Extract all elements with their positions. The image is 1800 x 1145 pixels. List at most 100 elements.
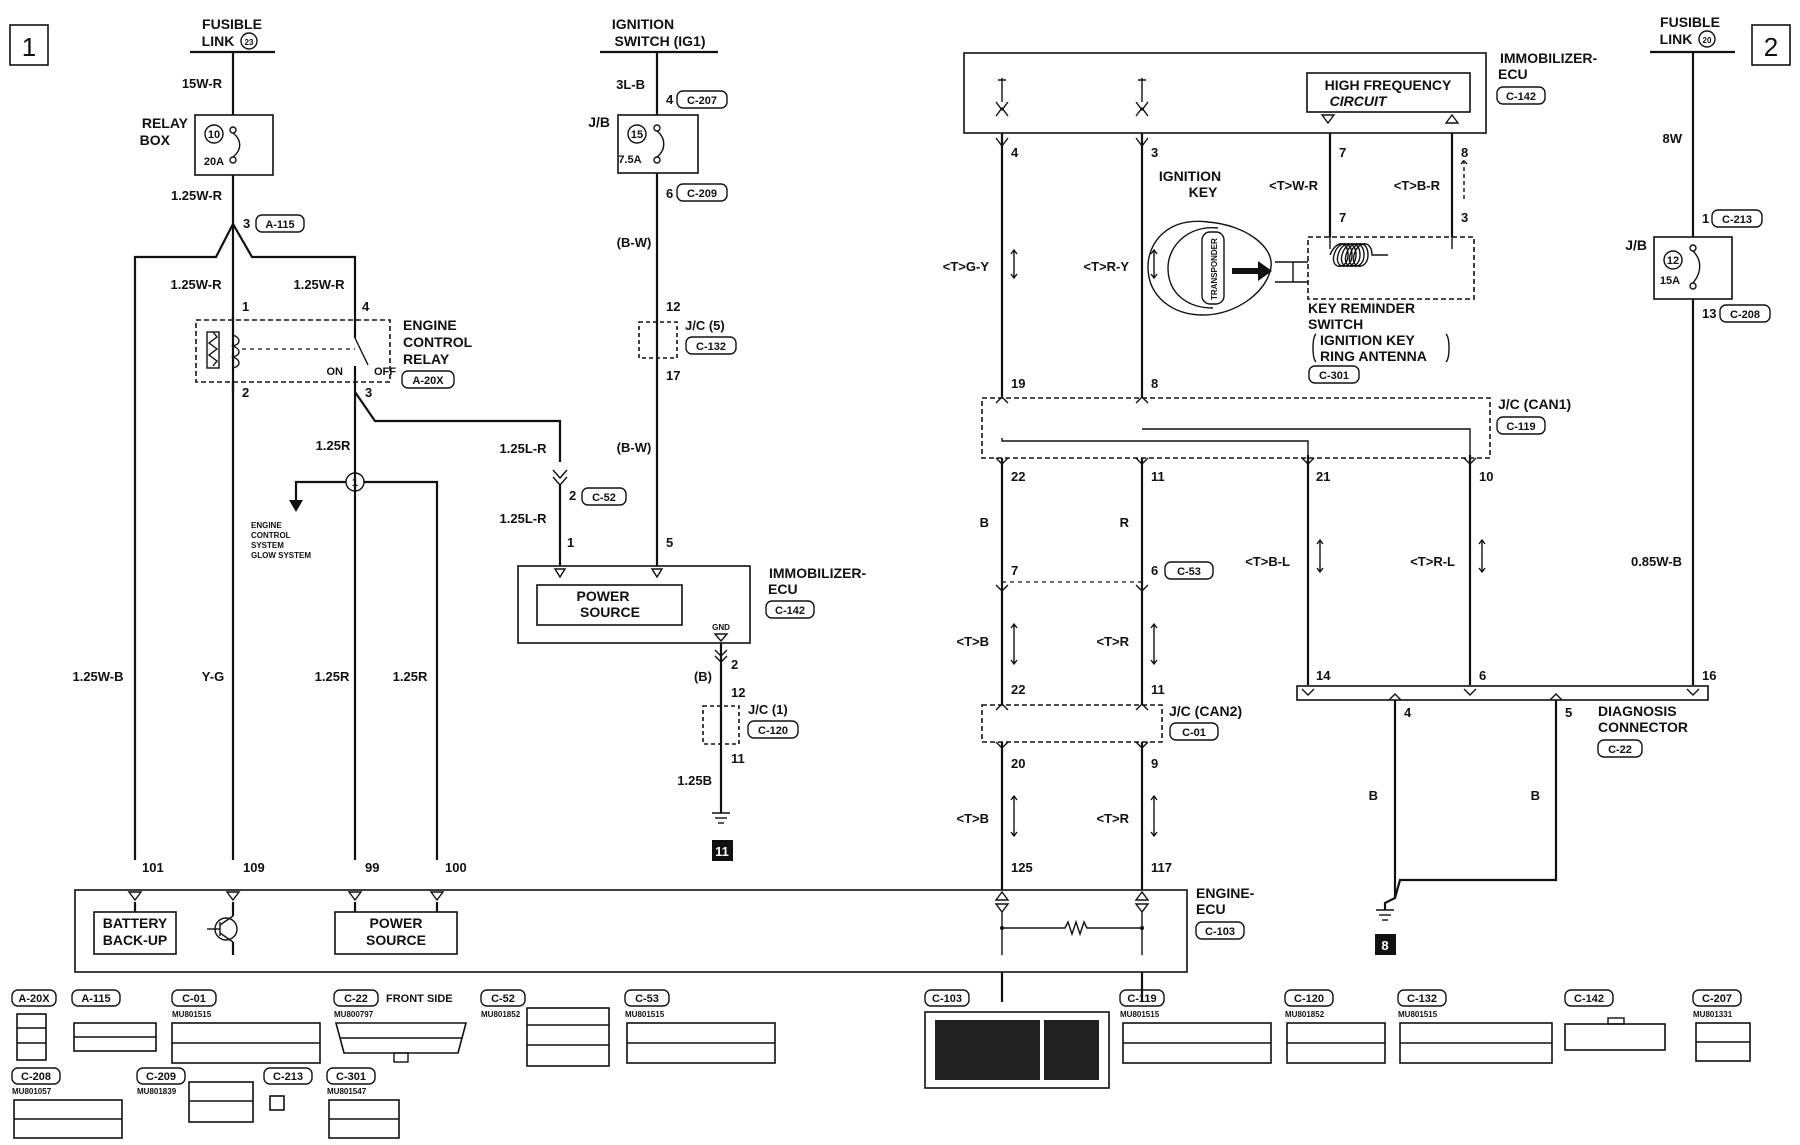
legend-c119-id: C-119 bbox=[1127, 993, 1156, 1005]
connector-c207: C-207 bbox=[687, 95, 717, 107]
pin-1-immo: 1 bbox=[567, 535, 574, 550]
legend-c132-part: MU801515 bbox=[1398, 1010, 1438, 1019]
connector-c103: C-103 bbox=[1205, 926, 1235, 938]
connector-a20x: A-20X bbox=[412, 375, 444, 387]
legend-c209-part: MU801839 bbox=[137, 1087, 177, 1096]
wire-label-tr-a: <T>R bbox=[1096, 634, 1129, 649]
hf-circuit-label: HIGH FREQUENCY bbox=[1325, 77, 1452, 93]
legend-c208-id: C-208 bbox=[21, 1071, 51, 1083]
pin-11: 11 bbox=[1151, 469, 1165, 484]
page-number-left: 1 bbox=[22, 32, 36, 62]
wire-label-125r-c: 1.25R bbox=[393, 669, 428, 684]
pin-2-gnd: 2 bbox=[731, 657, 738, 672]
legend-a115: A-115 bbox=[71, 989, 157, 1052]
fusible-link-23: FUSIBLE LINK 23 bbox=[190, 16, 275, 54]
pin-6-c209: 6 bbox=[666, 186, 673, 201]
glow-label-1: ENGINE bbox=[251, 521, 282, 530]
connector-c22: C-22 bbox=[1608, 744, 1632, 756]
pin-12-jc1: 12 bbox=[731, 685, 745, 700]
svg-text:1: 1 bbox=[352, 477, 358, 489]
relay-box-label2: BOX bbox=[140, 132, 171, 148]
fuse-15-number: 15 bbox=[631, 129, 643, 141]
connector-a115: A-115 bbox=[265, 219, 294, 231]
jc-can2-label: J/C (CAN2) bbox=[1169, 703, 1242, 719]
wire-label-125r-a: 1.25R bbox=[316, 438, 351, 453]
pin-7-c53: 7 bbox=[1011, 563, 1018, 578]
pin-99: 99 bbox=[365, 860, 379, 875]
fuse-15-amperage: 7.5A bbox=[618, 154, 641, 166]
legend-c142: C-142 bbox=[1564, 989, 1666, 1051]
connector-c208: C-208 bbox=[1730, 309, 1760, 321]
glow-label-4: GLOW SYSTEM bbox=[251, 551, 311, 560]
legend-c22-part: MU800797 bbox=[334, 1010, 374, 1019]
legend-c132-id: C-132 bbox=[1407, 993, 1437, 1005]
fusible-link-20: FUSIBLE LINK 20 bbox=[1650, 14, 1735, 54]
engine-ecu-label: ENGINE- bbox=[1196, 885, 1255, 901]
connector-c53: C-53 bbox=[1177, 566, 1201, 578]
pin-4-top: 4 bbox=[1011, 145, 1019, 160]
wire-label-b-diag5: B bbox=[1531, 788, 1540, 803]
ignition-key-label2: KEY bbox=[1189, 184, 1218, 200]
pin-17-jc5: 17 bbox=[666, 368, 680, 383]
ignition-switch-source: IGNITION SWITCH (IG1) bbox=[600, 16, 718, 54]
immo-mid-label: IMMOBILIZER- bbox=[769, 565, 867, 581]
pin-9: 9 bbox=[1151, 756, 1158, 771]
legend-c22-note: FRONT SIDE bbox=[386, 993, 453, 1005]
pin-3-key: 3 bbox=[1461, 210, 1468, 225]
legend-c52-part: MU801852 bbox=[481, 1010, 521, 1019]
pin-109: 109 bbox=[243, 860, 265, 875]
wire-label-tr-b: <T>R bbox=[1096, 811, 1129, 826]
immo-mid-label2: ECU bbox=[768, 581, 798, 597]
pin-12-jc5: 12 bbox=[666, 299, 680, 314]
pin-101: 101 bbox=[142, 860, 164, 875]
page-marker-left: 1 bbox=[9, 24, 49, 66]
pin-22: 22 bbox=[1011, 469, 1025, 484]
wire-label-trl: <T>R-L bbox=[1410, 554, 1455, 569]
wire-label-r: R bbox=[1120, 515, 1130, 530]
diag-label2: CONNECTOR bbox=[1598, 719, 1688, 735]
wire-label-15wr: 15W-R bbox=[182, 76, 223, 91]
legend-c52: C-52 MU801852 bbox=[480, 989, 610, 1067]
transponder-label: TRANSPONDER bbox=[1210, 238, 1219, 300]
legend-c01: C-01 MU801515 bbox=[171, 989, 321, 1064]
jc-can1-label: J/C (CAN1) bbox=[1498, 396, 1571, 412]
engine-ecu-label2: ECU bbox=[1196, 901, 1226, 917]
legend-c22-id: C-22 bbox=[344, 993, 368, 1005]
pin-11-can2: 11 bbox=[1151, 682, 1165, 697]
wire-label-tb-a: <T>B bbox=[956, 634, 989, 649]
wire-label-125wr-a: 1.25W-R bbox=[171, 188, 223, 203]
ignition-switch-label: IGNITION bbox=[612, 16, 674, 32]
battery-backup-label2: BACK-UP bbox=[103, 932, 168, 948]
engine-relay-label3: RELAY bbox=[403, 351, 450, 367]
legend-c53-id: C-53 bbox=[635, 993, 659, 1005]
gnd-label: GND bbox=[712, 623, 730, 632]
relay-on-label: ON bbox=[327, 366, 344, 378]
legend-a20x-id: A-20X bbox=[18, 993, 50, 1005]
pin-3-a115: 3 bbox=[243, 216, 250, 231]
hf-circuit-label2: CIRCUIT bbox=[1330, 93, 1388, 109]
legend-c301: C-301 MU801547 bbox=[326, 1067, 400, 1139]
fusible-link-23-label: FUSIBLE bbox=[202, 16, 262, 32]
pin-relay-2: 2 bbox=[242, 385, 249, 400]
fusible-20-column: 8W 1 C-213 J/B 12 15A 13 C-208 0.85W-B bbox=[1625, 52, 1771, 685]
wire-label-twr: <T>W-R bbox=[1269, 178, 1318, 193]
pin-117: 117 bbox=[1151, 860, 1172, 875]
engine-control-relay: 1 4 ON OFF ENGINE CONTROL RELAY A-20X 2 … bbox=[195, 299, 473, 400]
ecu-power-source-label2: SOURCE bbox=[366, 932, 426, 948]
wire-label-125r-b: 1.25R bbox=[315, 669, 350, 684]
legend-c103: C-103 bbox=[924, 989, 1110, 1089]
wire-label-tb-b: <T>B bbox=[956, 811, 989, 826]
immo-power-source-label2: SOURCE bbox=[580, 604, 640, 620]
relay-box-circuit: 15W-R RELAY BOX 10 20A 1.25W-R 3 A-115 1… bbox=[133, 52, 357, 860]
legend-c53-part: MU801515 bbox=[625, 1010, 665, 1019]
wire-label-try: <T>R-Y bbox=[1083, 259, 1129, 274]
key-switch-label3: IGNITION KEY bbox=[1320, 332, 1416, 348]
pin-7-hf: 7 bbox=[1339, 145, 1346, 160]
legend-c209-id: C-209 bbox=[146, 1071, 176, 1083]
key-switch-label2: SWITCH bbox=[1308, 316, 1363, 332]
jb-label-12: J/B bbox=[1625, 237, 1647, 253]
ignition-key-label: IGNITION bbox=[1159, 168, 1221, 184]
legend-c53: C-53 MU801515 bbox=[624, 989, 776, 1064]
wire-label-yg: Y-G bbox=[202, 669, 224, 684]
immo-power-source-label: POWER bbox=[577, 588, 630, 604]
